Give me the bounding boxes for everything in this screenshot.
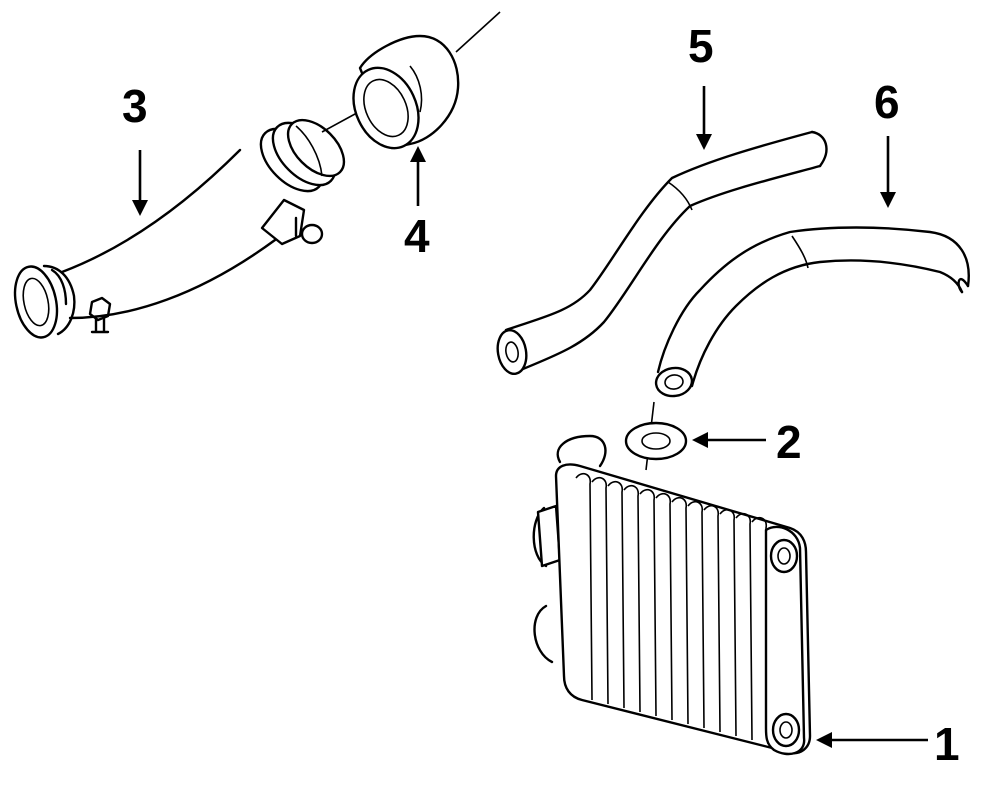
callout-arrow-1 <box>816 732 928 748</box>
callout-4-label: 4 <box>404 210 430 262</box>
core-fins <box>575 472 769 745</box>
part-4-coupling-sleeve <box>321 11 501 150</box>
callout-1-label: 1 <box>934 718 960 770</box>
callout-arrow-4 <box>410 146 426 206</box>
part-5-hose <box>496 130 828 376</box>
part-3-intake-duct <box>13 118 346 339</box>
part-2-gasket <box>624 401 688 471</box>
callout-arrow-5 <box>696 86 712 150</box>
part-6-hose <box>654 226 970 398</box>
callout-3-label: 3 <box>122 80 148 132</box>
callout-2-label: 2 <box>776 416 802 468</box>
callout-arrow-6 <box>880 136 896 208</box>
callout-arrow-3 <box>132 150 148 216</box>
callout-5-label: 5 <box>688 20 714 72</box>
callout-6-label: 6 <box>874 76 900 128</box>
callout-arrow-2 <box>692 432 766 448</box>
part-1-heater-core <box>532 434 812 756</box>
